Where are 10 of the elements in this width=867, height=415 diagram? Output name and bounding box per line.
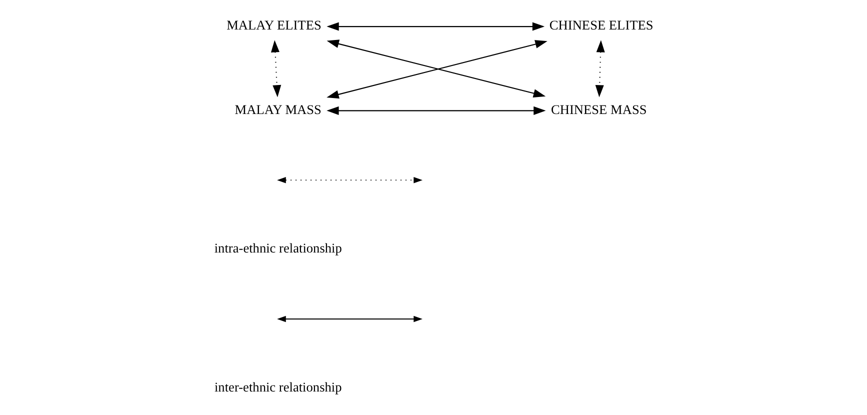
arrow xyxy=(595,40,605,98)
node-text: MALAY MASS xyxy=(234,102,322,117)
arrow xyxy=(326,22,545,31)
node-text: CHINESE ELITES xyxy=(549,18,654,33)
arrow xyxy=(270,40,282,98)
legend-label: inter-ethnic relationship xyxy=(214,380,342,395)
legend-label: intra-ethnic relationship xyxy=(214,240,342,256)
arrow xyxy=(326,106,546,115)
node-text: CHINESE MASS xyxy=(550,102,647,117)
node-text: MALAY ELITES xyxy=(226,18,322,33)
